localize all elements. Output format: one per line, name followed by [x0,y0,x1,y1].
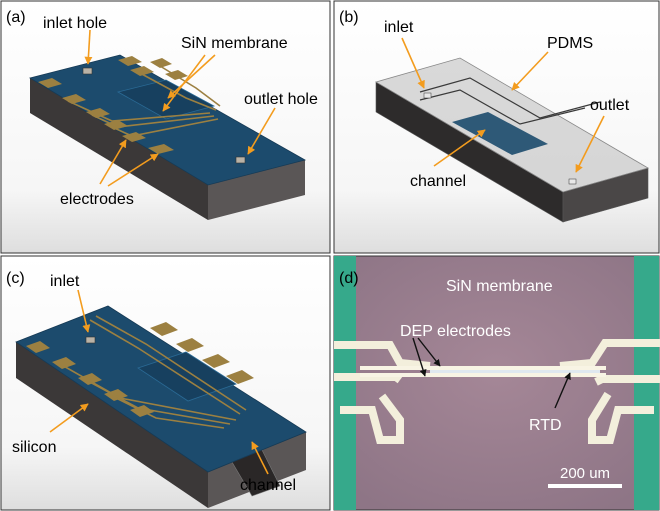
panel-c-letter: (c) [6,270,25,287]
silicon-label: silicon [12,439,56,456]
right-electrode-structure [559,339,660,444]
silicon-side-front [16,342,208,508]
sin-membrane-label-d: SiN membrane [446,278,553,295]
outlet-label: outlet [590,97,630,114]
scale-bar [548,484,622,488]
chip-side-front [30,78,208,220]
channel-outline [419,77,601,125]
panel-a-letter: (a) [6,9,26,26]
pdms-label: PDMS [547,35,593,52]
sin-membrane-label: SiN membrane [181,35,288,52]
annotation-arrows-d [412,337,571,409]
sin-membrane [116,79,216,120]
left-border-strip [334,256,356,510]
panel-d-letter: (d) [339,270,359,287]
electrode-traces [67,65,221,137]
inlet-hole-label: inlet hole [43,15,107,32]
outlet-hole [235,156,246,164]
chip-side-right [208,160,305,220]
scale-bar-label: 200 um [560,465,610,482]
annotation-arrows-b [401,37,605,173]
electrode-traces-c [59,315,247,429]
channel-label-c: channel [240,477,296,494]
outlet-hole-label: outlet hole [244,91,318,108]
panel-c: (c) inlet silicon channel [0,255,331,511]
channel-label: channel [410,173,466,190]
inlet-port-c [85,336,96,344]
dep-electrodes-label: DEP electrodes [400,323,511,340]
panel-a: (a) inlet hole SiN membrane outlet hole … [0,0,331,254]
inlet-label: inlet [384,19,414,36]
dep-electrode-bottom [360,373,606,377]
annotation-arrows-a [84,29,276,187]
chip-top-surface-c [15,305,307,473]
outlet-port [568,178,577,185]
rtd-label: RTD [529,417,562,434]
annotation-arrows-c [49,289,269,475]
rtd-line [430,370,600,373]
electrodes-label: electrodes [60,191,134,208]
inlet-label-c: inlet [50,273,80,290]
panel-d: (d) SiN membrane DEP electrodes RTD 200 … [333,255,660,511]
dep-electrode-top [360,366,606,370]
inlet-port [423,92,432,99]
panel-b: (b) inlet PDMS outlet channel [333,0,660,254]
channel-region [452,112,548,155]
inlet-hole [82,67,93,75]
panel-b-letter: (b) [339,9,359,26]
